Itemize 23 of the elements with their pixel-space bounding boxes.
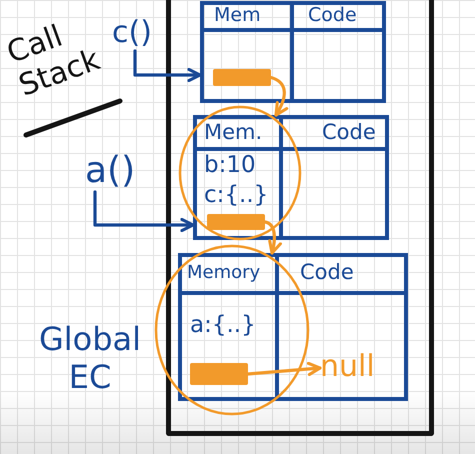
- reference-bar: [207, 214, 265, 230]
- column-header: Mem.: [204, 121, 262, 144]
- call-stack-frame: [166, 0, 434, 436]
- column-header: Code: [308, 5, 357, 26]
- column-header: Mem: [214, 5, 261, 26]
- context-label: Global EC: [38, 320, 142, 397]
- column-header: Code: [300, 261, 354, 284]
- memory-entry: b:10: [204, 153, 256, 178]
- memory-entry: c:{..}: [204, 183, 268, 208]
- column-header: Code: [322, 121, 376, 144]
- arrow: [263, 220, 282, 255]
- null-label: null: [320, 349, 382, 385]
- reference-bar: [213, 69, 271, 86]
- arrow: [246, 362, 322, 376]
- column-header: Memory: [187, 263, 260, 283]
- function-label: c(): [112, 15, 160, 51]
- reference-bar: [190, 363, 248, 385]
- stack-heading: Call Stack: [2, 18, 106, 104]
- arrow: [133, 49, 202, 82]
- function-label: a(): [85, 150, 147, 192]
- arrow: [269, 76, 288, 117]
- memory-entry: a:{..}: [190, 313, 256, 338]
- arrow: [93, 190, 195, 232]
